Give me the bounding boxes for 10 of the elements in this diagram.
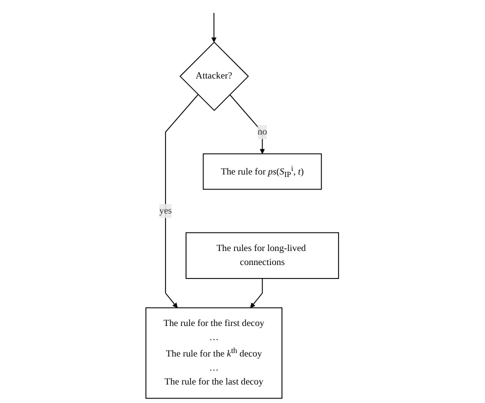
edge-label: yes	[160, 206, 172, 216]
arrow	[250, 278, 264, 308]
node-box: The rules for long-lived connections	[186, 232, 340, 279]
arrow	[212, 12, 217, 42]
arrow	[230, 94, 266, 154]
node-diamond: Attacker?	[180, 42, 250, 112]
node-box: The rule for ps(S$_{IP}$$^{i}$, t)	[203, 153, 322, 190]
edge-label: no	[258, 126, 268, 137]
arrow	[165, 94, 199, 308]
node-box: The rule for the first decoy … The rule for the k$^{th}$ decoy … The rule for the last decoy	[146, 307, 283, 399]
